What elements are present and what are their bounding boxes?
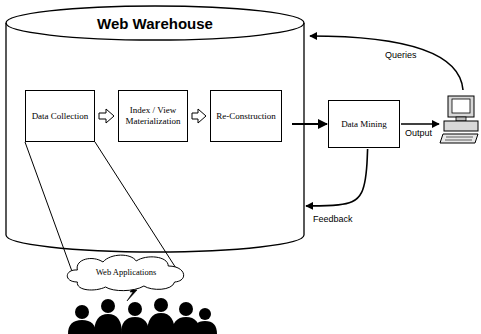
box-label: Data Mining [341,119,387,130]
box-label: Data Collection [32,111,89,122]
annotation-label: Queries [384,50,418,61]
monitor-stand [456,117,466,121]
cloud-shape: Web Applications [62,252,190,292]
box-label: Index / View Materialization [123,105,183,127]
cylinder-body [6,23,304,252]
warehouse-cylinder: Web WarehouseData Collection Index / View… [5,5,305,253]
cloud-path [67,255,183,291]
process-box: Data Collection [25,90,95,142]
cylinder-title: Web Warehouse [5,15,305,33]
block-arrow [192,109,206,123]
block-arrow [99,109,114,123]
computer-icon [440,96,478,143]
computer-case [444,121,478,131]
cylinder-top [6,6,304,40]
screen [452,99,470,113]
edge-label: Feedback [312,214,354,225]
process-box: Re-Construction [210,90,282,142]
box-label: Re-Construction [216,111,276,122]
annotation-label: Output [404,128,433,139]
cloud-label: Web Applications [96,267,156,277]
process-box: Index / View Materialization [118,90,188,142]
monitor [448,96,474,117]
queries-arrow [310,36,463,90]
people-silhouettes [68,298,217,334]
output-arrow [401,123,439,124]
process-box: Data Mining [328,100,400,148]
flow-arrow [292,123,327,125]
keyboard [440,134,478,143]
curved-arrow [306,149,368,206]
keyboard-keys [445,137,473,140]
